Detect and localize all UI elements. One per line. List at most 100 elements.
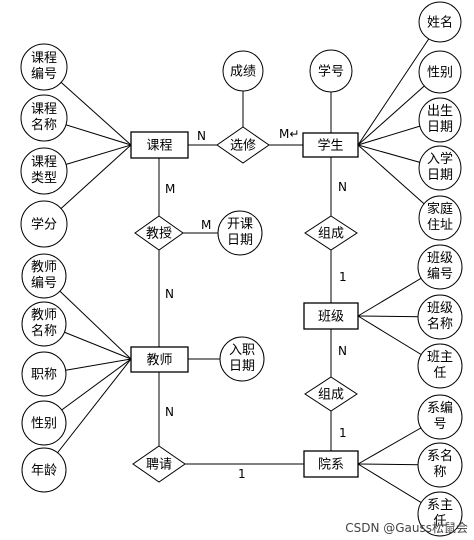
attribute-dept-name-line-1: 系名 (427, 448, 453, 464)
entity-department: 院系 (303, 450, 359, 478)
attribute-class-name: 班级 名称 (417, 294, 463, 340)
cardinality-course-enroll: N (197, 129, 206, 143)
attribute-course-name: 课程 名称 (20, 94, 68, 142)
relationship-compose-class-label: 组成 (318, 227, 344, 242)
attribute-credit-label: 学分 (31, 217, 57, 233)
cardinality-dept-hire: 1 (238, 467, 246, 481)
attribute-teacher-name: 教师 名称 (21, 301, 67, 347)
attribute-hire-date-line-2: 日期 (229, 359, 255, 374)
attribute-course-type-line-1: 课程 (31, 155, 57, 170)
attribute-title: 职称 (21, 351, 67, 397)
attribute-student-gender: 性别 (418, 50, 462, 94)
attribute-class-no: 班级 编号 (417, 244, 463, 290)
cardinality-course-teach: M (165, 182, 175, 196)
cardinality-class-compose-top: 1 (339, 270, 347, 284)
attribute-course-no: 课程 编号 (20, 43, 68, 91)
watermark: CSDN @Gauss松鼠会 (345, 521, 468, 535)
attribute-hire-date: 入职 日期 (219, 336, 265, 382)
attribute-title-label: 职称 (31, 368, 57, 383)
relationship-hire-label: 聘请 (146, 458, 172, 473)
attribute-class-no-line-2: 编号 (427, 267, 453, 282)
cardinality-teach-start-date: M (201, 218, 211, 232)
relationship-hire: 聘请 (132, 445, 186, 483)
attribute-enroll-date-line-2: 日期 (427, 168, 453, 183)
relationship-compose-class: 组成 (304, 215, 358, 251)
attribute-grade: 成绩 (222, 50, 264, 92)
attribute-class-head: 班主 任 (417, 343, 463, 389)
attribute-teacher-gender-label: 性别 (31, 417, 57, 432)
attribute-birth-date-line-2: 日期 (427, 120, 453, 135)
attribute-name-label: 姓名 (427, 15, 453, 31)
relationship-enroll-label: 选修 (230, 139, 256, 154)
attribute-course-type-line-2: 类型 (31, 171, 57, 186)
cardinality-class-compose-bottom: N (338, 344, 347, 358)
attribute-birth-date-line-1: 出生 (427, 104, 453, 119)
relationship-compose-dept: 组成 (304, 376, 358, 412)
attribute-birth-date: 出生 日期 (418, 97, 462, 143)
attribute-student-no-label: 学号 (318, 64, 344, 80)
attribute-course-type: 课程 类型 (20, 147, 68, 195)
attribute-teacher-name-line-2: 名称 (31, 323, 57, 339)
relationship-enroll: 选修 (216, 126, 270, 164)
attribute-class-head-line-1: 班主 (427, 350, 453, 365)
attribute-class-head-line-2: 任 (433, 366, 446, 381)
entity-student: 学生 (302, 132, 359, 158)
attribute-home-address-line-1: 家庭 (427, 201, 453, 217)
attribute-credit: 学分 (20, 200, 68, 248)
relationship-teach-label: 教授 (146, 226, 172, 242)
cardinality-teacher-teach: N (165, 287, 174, 301)
attribute-course-name-line-2: 名称 (31, 117, 57, 133)
attribute-class-name-line-2: 名称 (427, 316, 453, 332)
entity-course-label: 课程 (146, 139, 172, 154)
cardinality-student-compose: N (338, 180, 347, 194)
attribute-course-no-line-2: 编号 (31, 67, 57, 82)
attribute-age: 年龄 (21, 447, 67, 493)
attribute-enroll-date-line-1: 入学 (427, 151, 453, 167)
attribute-name: 姓名 (418, 1, 462, 43)
relationship-compose-dept-label: 组成 (318, 388, 344, 403)
attribute-teacher-no-line-2: 编号 (31, 276, 57, 291)
attribute-grade-label: 成绩 (230, 65, 256, 80)
entity-teacher-label: 教师 (146, 352, 172, 368)
attribute-dept-name-line-2: 称 (433, 465, 446, 480)
entity-class-label: 班级 (318, 310, 344, 325)
attribute-dept-no: 系编 号 (417, 394, 463, 440)
attribute-start-date: 开课 日期 (217, 210, 263, 256)
attribute-dept-no-line-1: 系编 (427, 401, 453, 416)
entity-course: 课程 (130, 131, 189, 159)
relationship-teach: 教授 (134, 215, 184, 251)
attribute-dept-head-line-2: 任 (433, 514, 446, 529)
attribute-start-date-line-2: 日期 (227, 233, 253, 248)
attribute-home-address: 家庭 住址 (418, 195, 462, 241)
attribute-home-address-line-2: 住址 (427, 218, 453, 233)
attribute-teacher-no-line-1: 教师 (31, 259, 57, 275)
attribute-course-no-line-1: 课程 (31, 51, 57, 66)
attribute-dept-name: 系名 称 (417, 442, 463, 488)
attribute-teacher-no: 教师 编号 (21, 253, 67, 299)
cardinality-student-enroll: M↵ (279, 127, 299, 141)
attribute-age-label: 年龄 (31, 464, 57, 479)
cardinality-dept-compose: 1 (339, 426, 347, 440)
attribute-course-name-line-1: 课程 (31, 102, 57, 117)
attribute-enroll-date: 入学 日期 (418, 145, 462, 191)
attribute-dept-no-line-2: 号 (433, 417, 446, 432)
attribute-class-no-line-1: 班级 (427, 251, 453, 266)
attribute-start-date-line-1: 开课 (227, 217, 253, 232)
entity-department-label: 院系 (318, 458, 344, 473)
cardinality-teacher-hire: N (165, 405, 174, 419)
attribute-teacher-gender: 性别 (21, 400, 67, 446)
attribute-teacher-name-line-1: 教师 (31, 307, 57, 323)
attribute-student-no: 学号 (309, 49, 353, 93)
entity-student-label: 学生 (317, 138, 343, 154)
entity-teacher: 教师 (130, 346, 189, 373)
attribute-student-gender-label: 性别 (427, 66, 453, 81)
cardinality-labels: N M↵ M M N N 1 N 1 N 1 (165, 127, 347, 481)
attribute-dept-head: 系主 任 (417, 491, 463, 537)
entity-class: 班级 (303, 302, 359, 330)
attribute-dept-head-line-1: 系主 (427, 498, 453, 513)
attribute-class-name-line-1: 班级 (427, 301, 453, 316)
attribute-hire-date-line-1: 入职 (229, 343, 255, 358)
connectors (43, 21, 441, 515)
